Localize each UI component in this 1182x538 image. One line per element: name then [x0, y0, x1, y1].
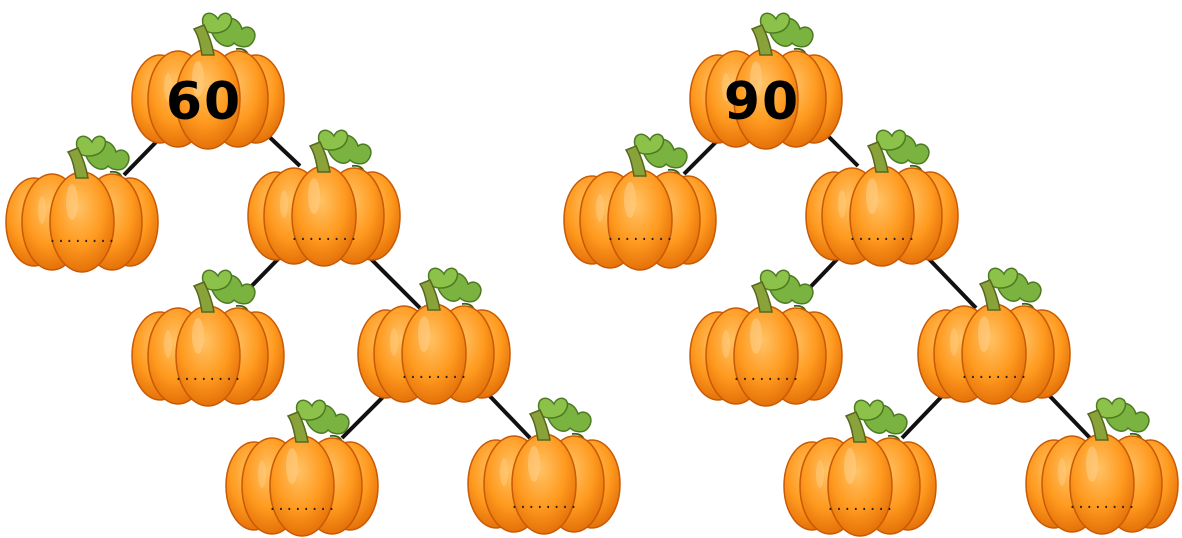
pumpkin-node-root: 60 — [132, 13, 284, 149]
pumpkin-node-blank[interactable]: ........ — [468, 398, 620, 534]
blank-answer: ........ — [1068, 496, 1135, 512]
root-number: 90 — [724, 72, 800, 132]
pumpkin-node-blank[interactable]: ........ — [806, 130, 958, 266]
pumpkin-node-blank[interactable]: ........ — [226, 400, 378, 536]
pumpkin-node-blank[interactable]: ........ — [564, 134, 716, 270]
blank-answer: ........ — [606, 228, 673, 244]
pumpkin-node-blank[interactable]: ........ — [248, 130, 400, 266]
pumpkin-node-blank[interactable]: ........ — [690, 270, 842, 406]
pumpkin-node-blank[interactable]: ........ — [784, 400, 936, 536]
branch-line — [484, 390, 530, 438]
branch-line — [342, 392, 388, 438]
blank-answer: ........ — [48, 230, 115, 246]
pumpkin-node-blank[interactable]: ........ — [6, 136, 158, 272]
blank-answer: ........ — [510, 496, 577, 512]
pumpkin-node-blank[interactable]: ........ — [1026, 398, 1178, 534]
pumpkin-node-blank[interactable]: ........ — [358, 268, 510, 404]
branch-line — [902, 392, 946, 438]
branch-line — [928, 258, 976, 308]
factor-tree-90: 90 ........ ........ ........ ........ .… — [564, 13, 1178, 536]
blank-answer: ........ — [732, 368, 799, 384]
blank-answer: ........ — [174, 368, 241, 384]
blank-answer: ........ — [960, 366, 1027, 382]
factor-tree-60: 60 ........ ........ ........ ........ .… — [6, 13, 620, 536]
pumpkin-node-blank[interactable]: ........ — [918, 268, 1070, 404]
branch-line — [1044, 390, 1090, 438]
blank-answer: ........ — [290, 228, 357, 244]
root-number: 60 — [166, 72, 242, 132]
blank-answer: ........ — [826, 498, 893, 514]
pumpkin-node-blank[interactable]: ........ — [132, 270, 284, 406]
blank-answer: ........ — [268, 498, 335, 514]
pumpkin-node-root: 90 — [690, 13, 842, 149]
blank-answer: ........ — [848, 228, 915, 244]
branch-line — [370, 258, 420, 308]
blank-answer: ........ — [400, 366, 467, 382]
